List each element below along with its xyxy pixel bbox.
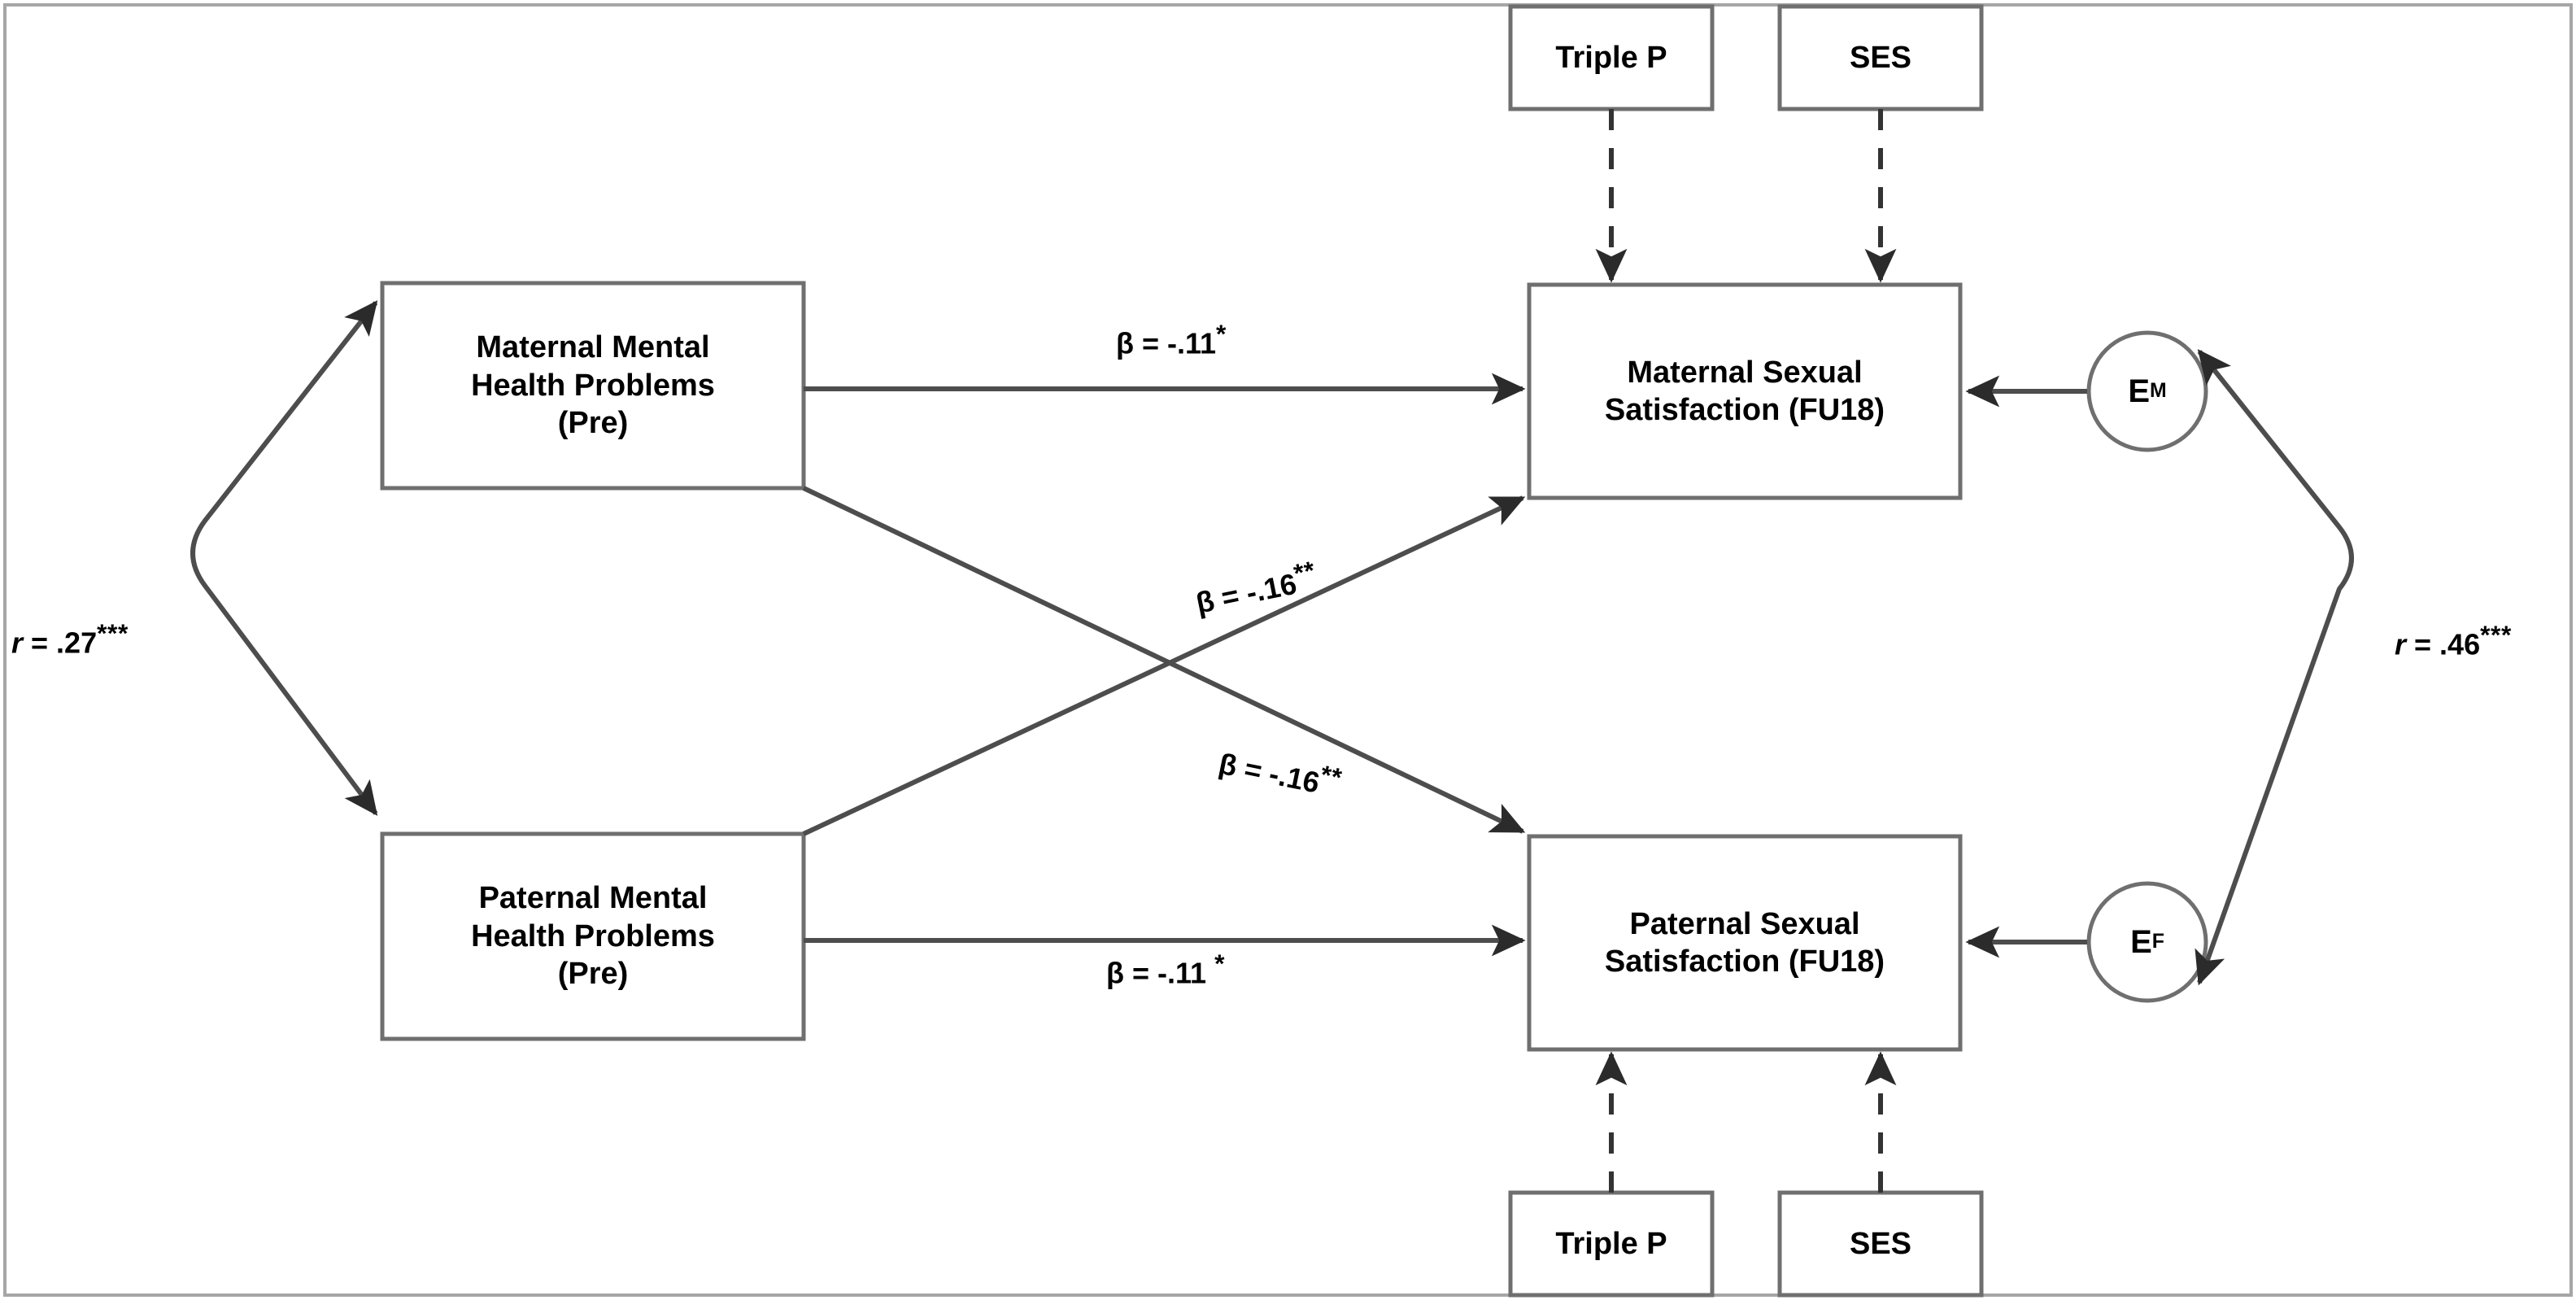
- node-triple-p-bottom: [1508, 1190, 1715, 1298]
- node-maternal-mental-health: [380, 281, 806, 491]
- node-ses-top: [1777, 4, 1984, 111]
- path-paternal-to-maternal-partner-effect: [802, 495, 1526, 836]
- node-error-paternal: [2086, 881, 2208, 1003]
- node-triple-p-top: [1508, 4, 1715, 111]
- node-paternal-mental-health: [380, 831, 806, 1041]
- correlation-left-arrow: [190, 300, 378, 816]
- node-paternal-sexual-satisfaction: [1527, 834, 1963, 1052]
- correlation-right-arrow: [2195, 349, 2354, 986]
- node-error-maternal: [2086, 330, 2208, 452]
- path-maternal-to-paternal-partner-effect: [802, 486, 1526, 834]
- node-ses-bottom: [1777, 1190, 1984, 1298]
- figure-border: [3, 3, 2573, 1297]
- node-maternal-sexual-satisfaction: [1527, 282, 1963, 500]
